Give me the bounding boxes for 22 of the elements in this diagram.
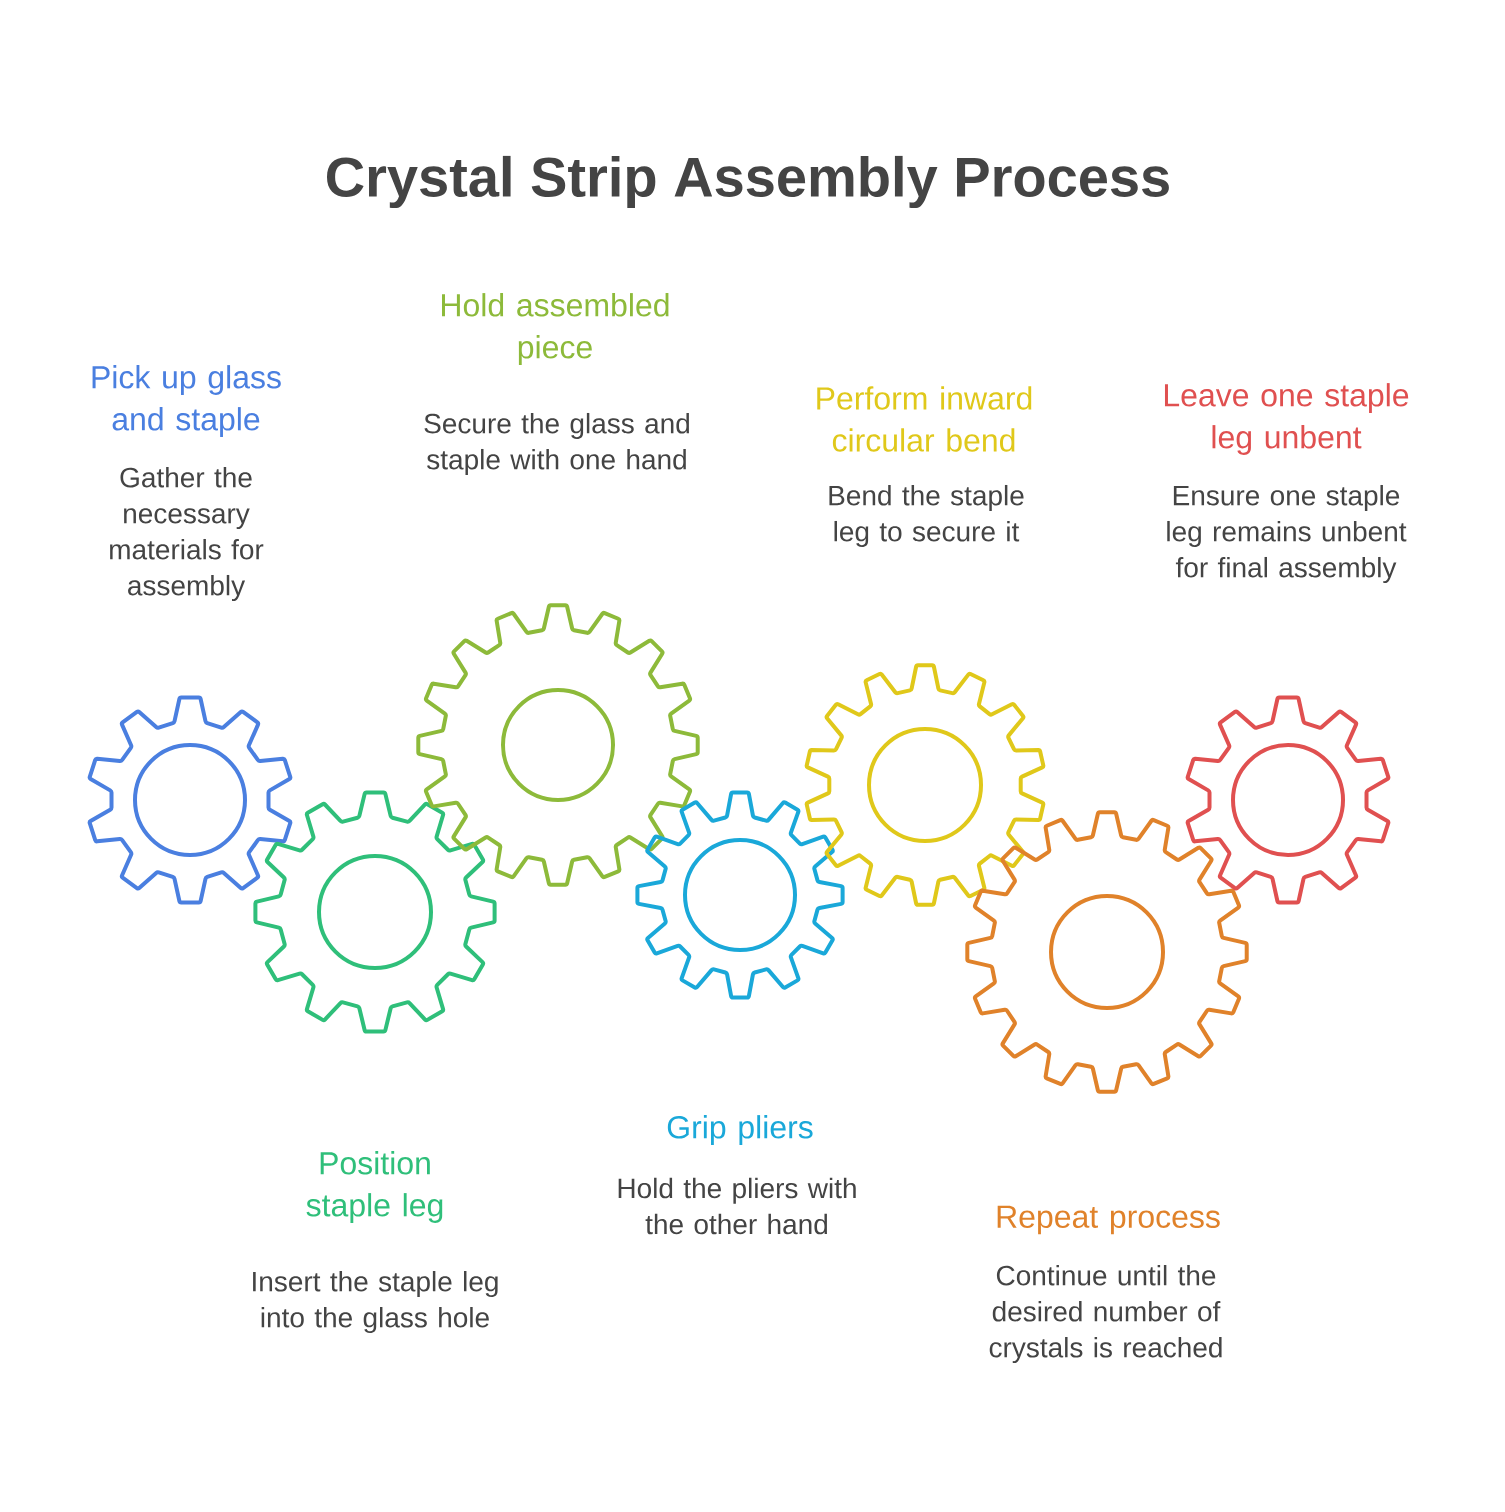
title: Crystal Strip Assembly Process bbox=[327, 155, 1169, 209]
step-heading: Grip pliers bbox=[667, 1115, 813, 1145]
gear-drawing bbox=[635, 790, 845, 1000]
step-description: Gather the necessary materials for assembly bbox=[110, 466, 264, 602]
gear-drawing bbox=[87, 695, 293, 905]
gear-drawing bbox=[253, 790, 497, 1034]
gear-drawing bbox=[1185, 695, 1391, 905]
step-description: Hold the pliers with the other hand bbox=[618, 1177, 856, 1235]
gear-drawing bbox=[416, 603, 700, 887]
step-heading: Pick up glass and staple bbox=[92, 365, 281, 437]
step-description: Continue until the desired number of crystals is reached bbox=[989, 1265, 1222, 1364]
step-heading: Leave one staple leg unbent bbox=[1165, 383, 1409, 455]
gear-drawing bbox=[804, 663, 1046, 907]
step-heading: Position staple leg bbox=[306, 1151, 443, 1223]
step-heading: Perform inward circular bend bbox=[817, 386, 1032, 452]
gear-drawing bbox=[965, 810, 1249, 1094]
step-heading: Repeat process bbox=[997, 1205, 1220, 1235]
step-description: Bend the staple leg to secure it bbox=[829, 484, 1024, 548]
step-description: Secure the glass and staple with one hand bbox=[424, 412, 689, 476]
step-description: Insert the staple leg into the glass hole bbox=[253, 1271, 498, 1334]
step-heading: Hold assembled piece bbox=[442, 293, 669, 365]
step-description: Ensure one staple leg remains unbent for final assembly bbox=[1167, 484, 1407, 584]
